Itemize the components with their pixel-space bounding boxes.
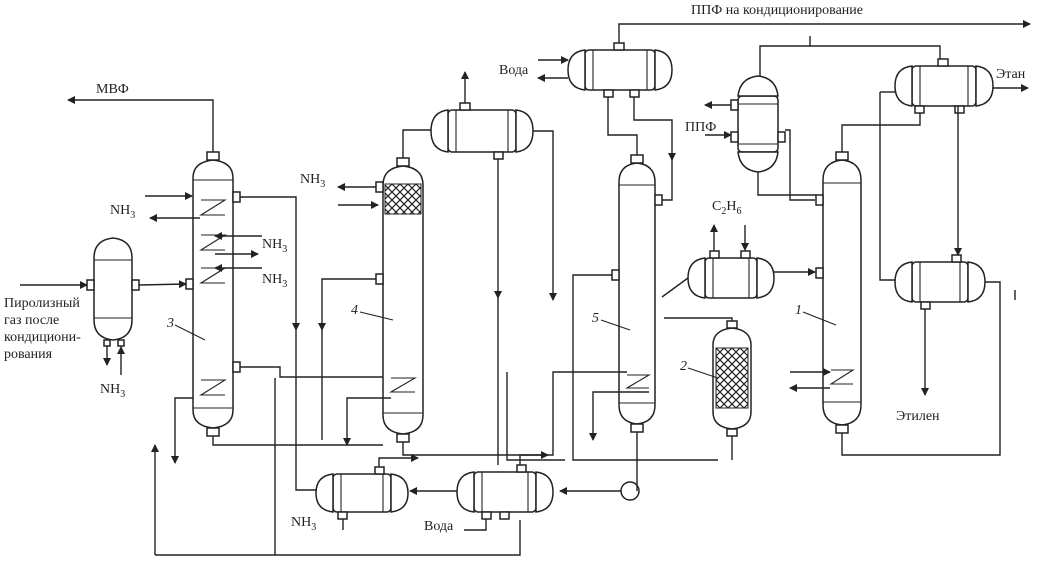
label-nh3-bottom: NH3 — [291, 515, 316, 533]
label-nh3-col4: NH3 — [300, 172, 325, 190]
label-ethane: Этан — [996, 67, 1026, 82]
label-feed-2: газ после — [4, 313, 59, 328]
water-exchanger-bottom — [456, 464, 554, 520]
label-water-bottom: Вода — [424, 519, 454, 534]
ethane-condenser — [894, 58, 994, 114]
label-ethylene: Этилен — [896, 409, 940, 424]
piping — [20, 20, 1031, 556]
label-mvf: МВФ — [96, 82, 129, 97]
label-ppf: ППФ — [685, 120, 716, 135]
label-nh3-feed: NH3 — [100, 382, 125, 400]
column-1 — [815, 151, 862, 434]
ethane-heat-exchanger — [687, 250, 775, 299]
column-4 — [375, 157, 424, 443]
number-2: 2 — [680, 359, 687, 374]
nh3-exchanger-bottom — [315, 466, 409, 520]
condenser-column-4 — [430, 102, 534, 160]
label-feed-1: Пиролизный — [4, 296, 80, 311]
label-c2h6: C2H6 — [712, 199, 741, 217]
number-5: 5 — [592, 311, 599, 326]
label-water-top: Вода — [499, 63, 529, 78]
column-3 — [185, 151, 241, 437]
feed-heat-exchanger — [86, 237, 140, 347]
label-nh3-col3-low: NH3 — [262, 272, 287, 290]
number-4: 4 — [351, 303, 358, 318]
label-feed-4: рования — [4, 347, 53, 362]
ethylene-exchanger — [894, 254, 986, 310]
label-nh3-col3-left: NH3 — [110, 203, 135, 221]
water-condenser-top — [567, 42, 673, 98]
number-3: 3 — [166, 316, 174, 331]
label-feed-3: кондициони- — [4, 330, 81, 345]
label-ppf-conditioning: ППФ на кондиционирование — [691, 3, 863, 18]
reactor-2 — [712, 320, 752, 437]
label-nh3-col3-mid: NH3 — [262, 237, 287, 255]
ppf-exchanger — [730, 75, 786, 173]
number-1: 1 — [795, 303, 802, 318]
column-5 — [611, 154, 663, 433]
